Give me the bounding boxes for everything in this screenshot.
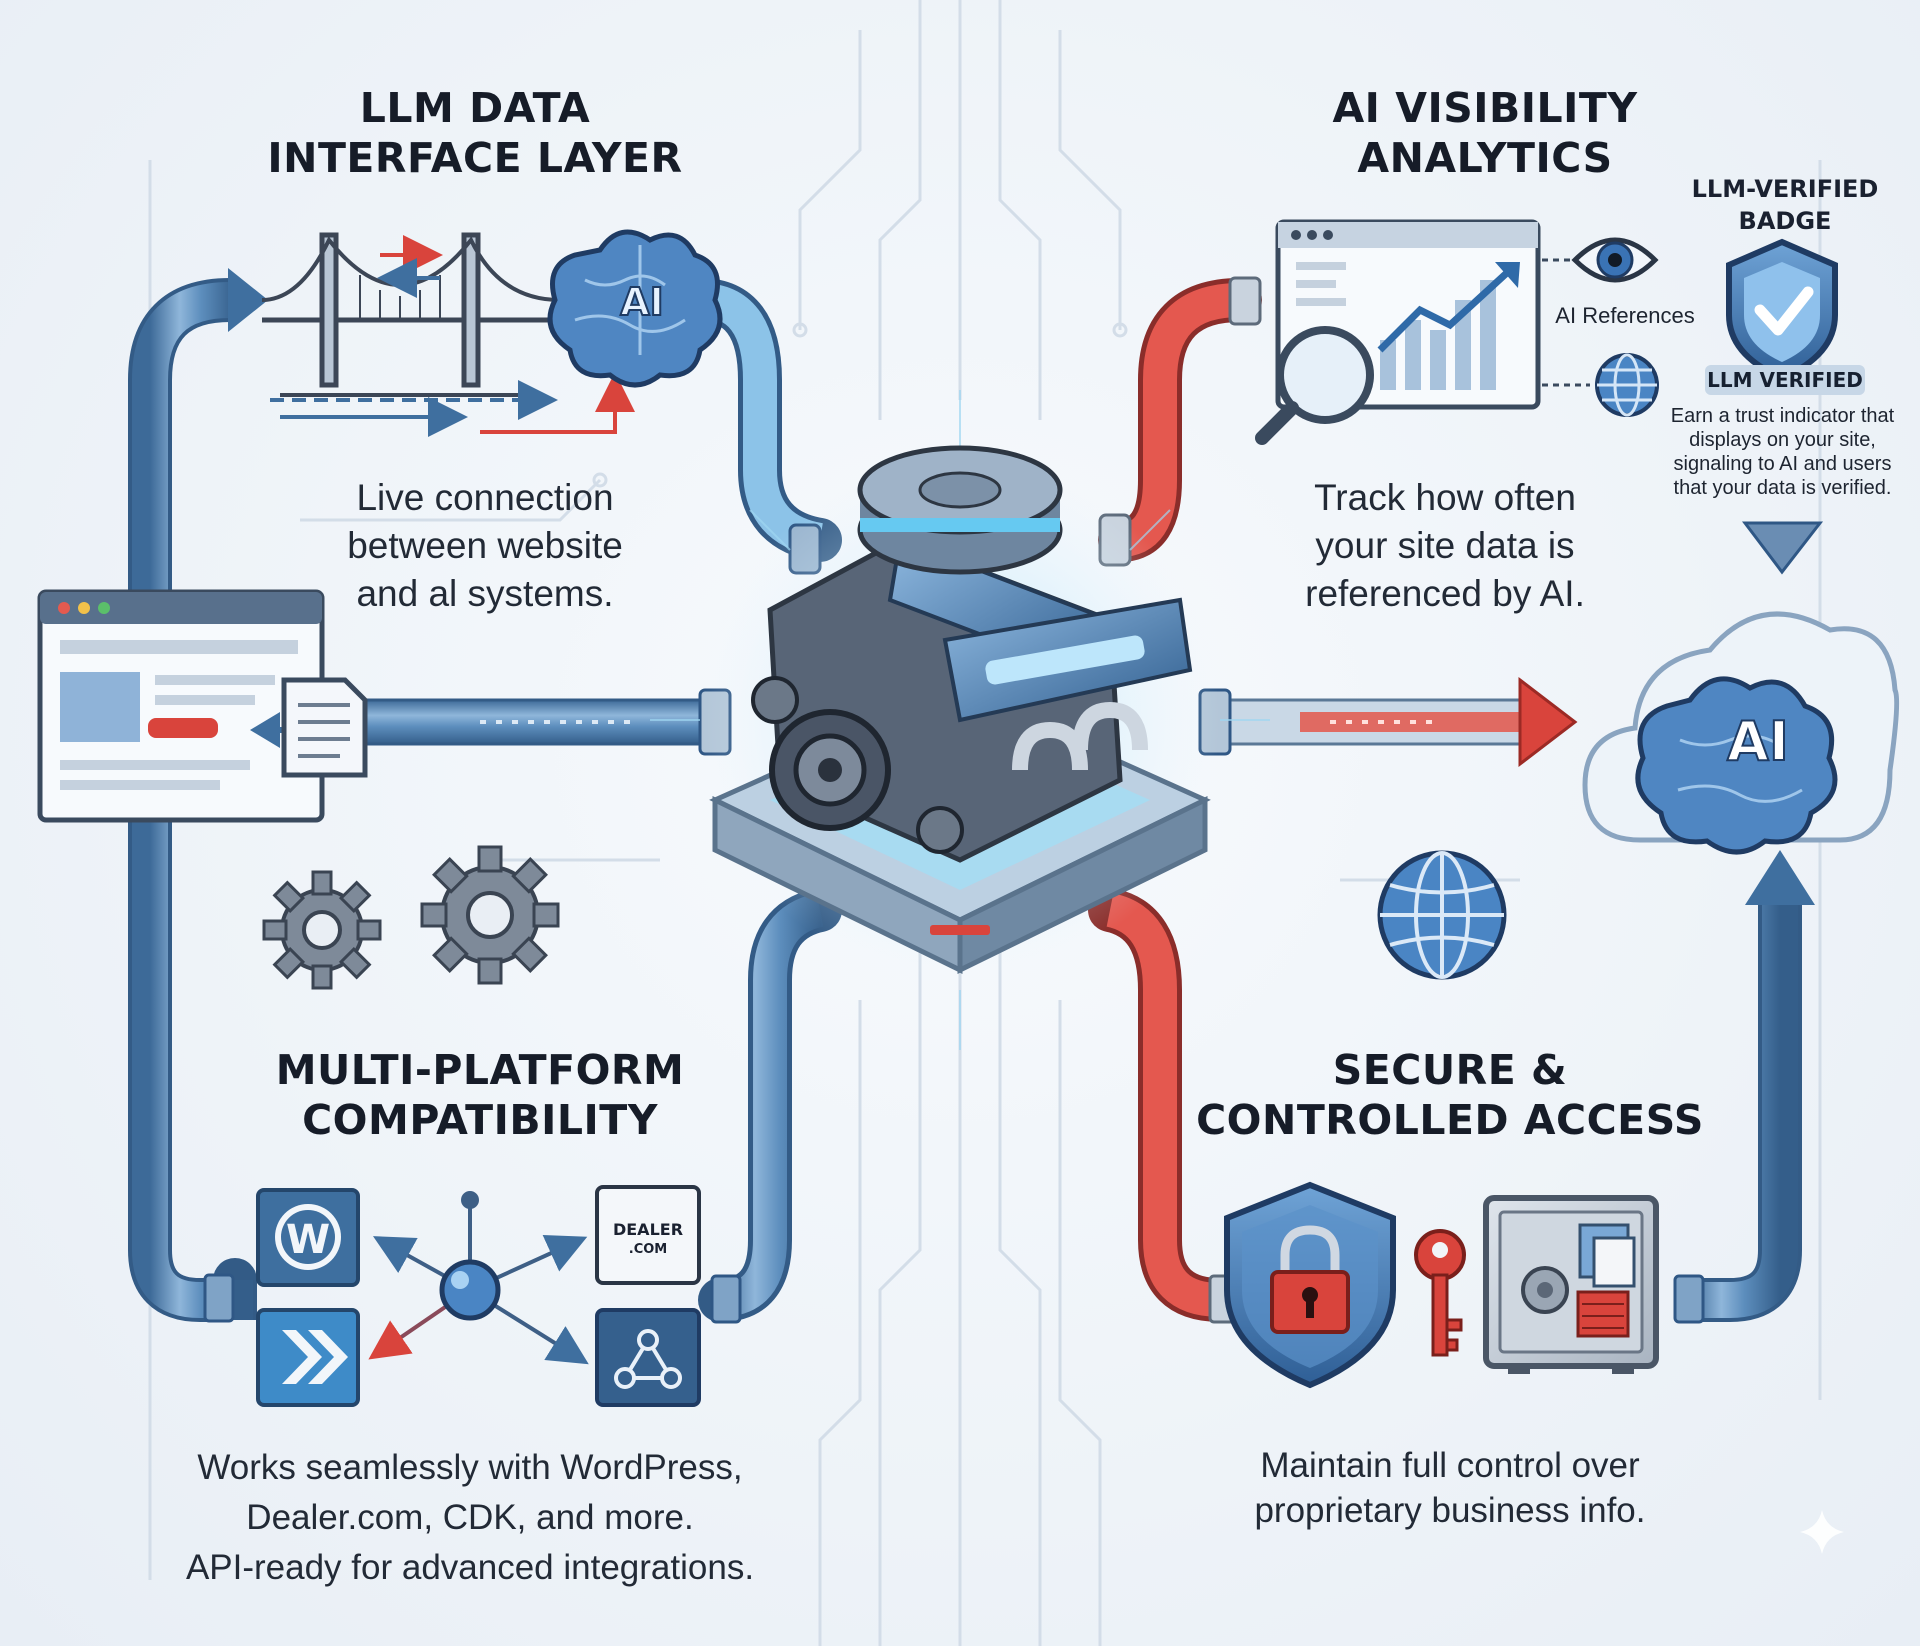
browser-window-icon bbox=[37, 589, 325, 823]
dealer-logo-icon: DEALER .COM bbox=[595, 1185, 701, 1285]
pipe-engine-to-platforms bbox=[698, 888, 842, 1324]
llm-verified-badge-title: LLM-VERIFIED BADGE bbox=[1691, 175, 1879, 235]
svg-text:.COM: .COM bbox=[629, 1242, 667, 1257]
gear-icon bbox=[262, 870, 382, 990]
llm-interface-heading: LLM DATA INTERFACE LAYER bbox=[267, 84, 683, 182]
cloud-ai-icon: AI bbox=[1582, 611, 1900, 855]
svg-text:W: W bbox=[286, 1217, 330, 1263]
key-icon bbox=[1414, 1229, 1466, 1357]
forward-arrows-icon bbox=[256, 1308, 360, 1407]
engine-icon bbox=[709, 445, 1211, 975]
right-loop-pipe bbox=[1673, 850, 1815, 1324]
multi-platform-heading: MULTI-PLATFORM COMPATIBILITY bbox=[275, 1046, 685, 1144]
left-pipe-arrowhead bbox=[228, 268, 268, 332]
ai-visibility-description: Track how often your site data is refere… bbox=[1305, 477, 1585, 614]
ai-visibility-heading: AI VISIBILITY ANALYTICS bbox=[1332, 84, 1638, 182]
globe-icon-small bbox=[1595, 353, 1659, 417]
wordpress-icon: W bbox=[256, 1188, 360, 1287]
svg-text:AI: AI bbox=[1727, 710, 1789, 773]
up-arrowhead bbox=[1745, 850, 1815, 905]
bridge-icon bbox=[261, 232, 561, 397]
shield-lock-icon bbox=[1224, 1181, 1396, 1389]
globe-icon bbox=[1377, 850, 1507, 980]
safe-icon bbox=[1483, 1195, 1659, 1374]
magnifier-icon bbox=[1255, 326, 1374, 445]
down-arrowhead bbox=[1741, 521, 1824, 575]
secure-access-description: Maintain full control over proprietary b… bbox=[1254, 1446, 1646, 1530]
ai-references-label: AI References bbox=[1555, 303, 1695, 328]
brain-ai-icon: AI bbox=[547, 229, 723, 388]
llm-interface-description: Live connection between website and al s… bbox=[347, 477, 623, 614]
pipe-engine-to-cloud bbox=[1198, 676, 1578, 768]
eye-icon bbox=[1571, 237, 1659, 283]
svg-text:DEALER: DEALER bbox=[613, 1220, 683, 1239]
multi-platform-description: Works seamlessly with WordPress, Dealer.… bbox=[185, 1448, 755, 1587]
left-loop-pipe bbox=[128, 268, 268, 1323]
network-hub-icon bbox=[368, 1191, 589, 1365]
bridge-flow-arrows bbox=[270, 235, 635, 437]
gear-icon bbox=[420, 845, 560, 985]
red-arrowhead bbox=[1518, 676, 1578, 768]
secure-access-heading: SECURE & CONTROLLED ACCESS bbox=[1196, 1046, 1704, 1144]
sparkle-icon bbox=[1800, 1510, 1844, 1554]
llm-verified-pill: LLM VERIFIED bbox=[1705, 365, 1865, 395]
shield-check-icon bbox=[1726, 238, 1838, 382]
llm-verified-badge-description: Earn a trust indicator that displays on … bbox=[1670, 405, 1895, 499]
document-icon bbox=[281, 677, 368, 778]
pipe-browser-to-engine bbox=[358, 688, 732, 756]
api-nodes-icon bbox=[595, 1308, 701, 1407]
svg-text:AI: AI bbox=[620, 280, 664, 324]
